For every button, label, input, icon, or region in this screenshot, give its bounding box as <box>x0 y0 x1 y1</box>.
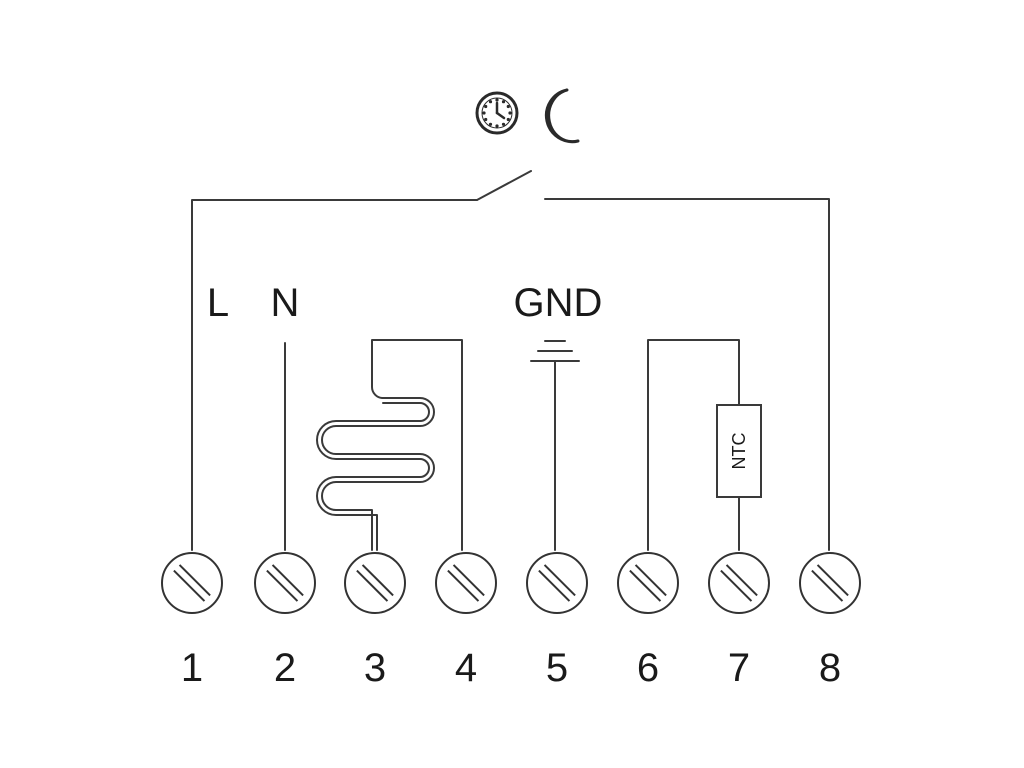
terminal-6: 6 <box>617 552 679 690</box>
screw-slot <box>725 564 758 597</box>
terminal-screw <box>799 552 861 614</box>
screw-slot <box>634 564 667 597</box>
screw-slot <box>266 569 299 602</box>
terminal-number: 1 <box>181 646 203 690</box>
terminal-number: 2 <box>274 646 296 690</box>
ntc-label: NTC <box>729 433 749 470</box>
terminal-screw <box>708 552 770 614</box>
terminal-1: 1 <box>161 552 223 690</box>
wire-terminal-1 <box>191 199 478 551</box>
terminal-screw <box>435 552 497 614</box>
terminal-number: 3 <box>364 646 386 690</box>
terminal-5: 5 <box>526 552 588 690</box>
screw-slot <box>173 569 206 602</box>
terminal-number: 4 <box>455 646 477 690</box>
ground-symbol <box>530 340 580 362</box>
terminal-screw <box>526 552 588 614</box>
screw-slot <box>361 564 394 597</box>
neutral-label: N <box>271 281 300 325</box>
wire-terminal-6 <box>647 339 740 551</box>
terminal-3: 3 <box>344 552 406 690</box>
screw-slot <box>720 569 753 602</box>
clock-icon <box>475 91 519 135</box>
wire-terminal-8 <box>544 198 830 551</box>
terminal-2: 2 <box>254 552 316 690</box>
heating-element <box>321 339 463 551</box>
switch-contact <box>476 170 532 201</box>
screw-slot <box>271 564 304 597</box>
screw-slot <box>538 569 571 602</box>
terminal-7: 7 <box>708 552 770 690</box>
screw-slot <box>178 564 211 597</box>
terminal-number: 6 <box>637 646 659 690</box>
screw-slot <box>452 564 485 597</box>
screw-slot <box>816 564 849 597</box>
terminal-number: 5 <box>546 646 568 690</box>
terminal-number: 7 <box>728 646 750 690</box>
terminal-number: 8 <box>819 646 841 690</box>
heating-element-inner <box>316 402 430 551</box>
terminal-screw <box>161 552 223 614</box>
screw-slot <box>356 569 389 602</box>
terminal-screw <box>617 552 679 614</box>
terminal-screw <box>344 552 406 614</box>
terminal-8: 8 <box>799 552 861 690</box>
screw-slot <box>811 569 844 602</box>
terminal-4: 4 <box>435 552 497 690</box>
moon-icon <box>544 88 580 144</box>
line-label: L <box>207 281 229 325</box>
terminal-block: 1 2 3 4 5 6 7 8 <box>161 552 861 690</box>
screw-slot <box>447 569 480 602</box>
screw-slot <box>629 569 662 602</box>
ground-label: GND <box>514 281 603 325</box>
screw-slot <box>543 564 576 597</box>
terminal-screw <box>254 552 316 614</box>
